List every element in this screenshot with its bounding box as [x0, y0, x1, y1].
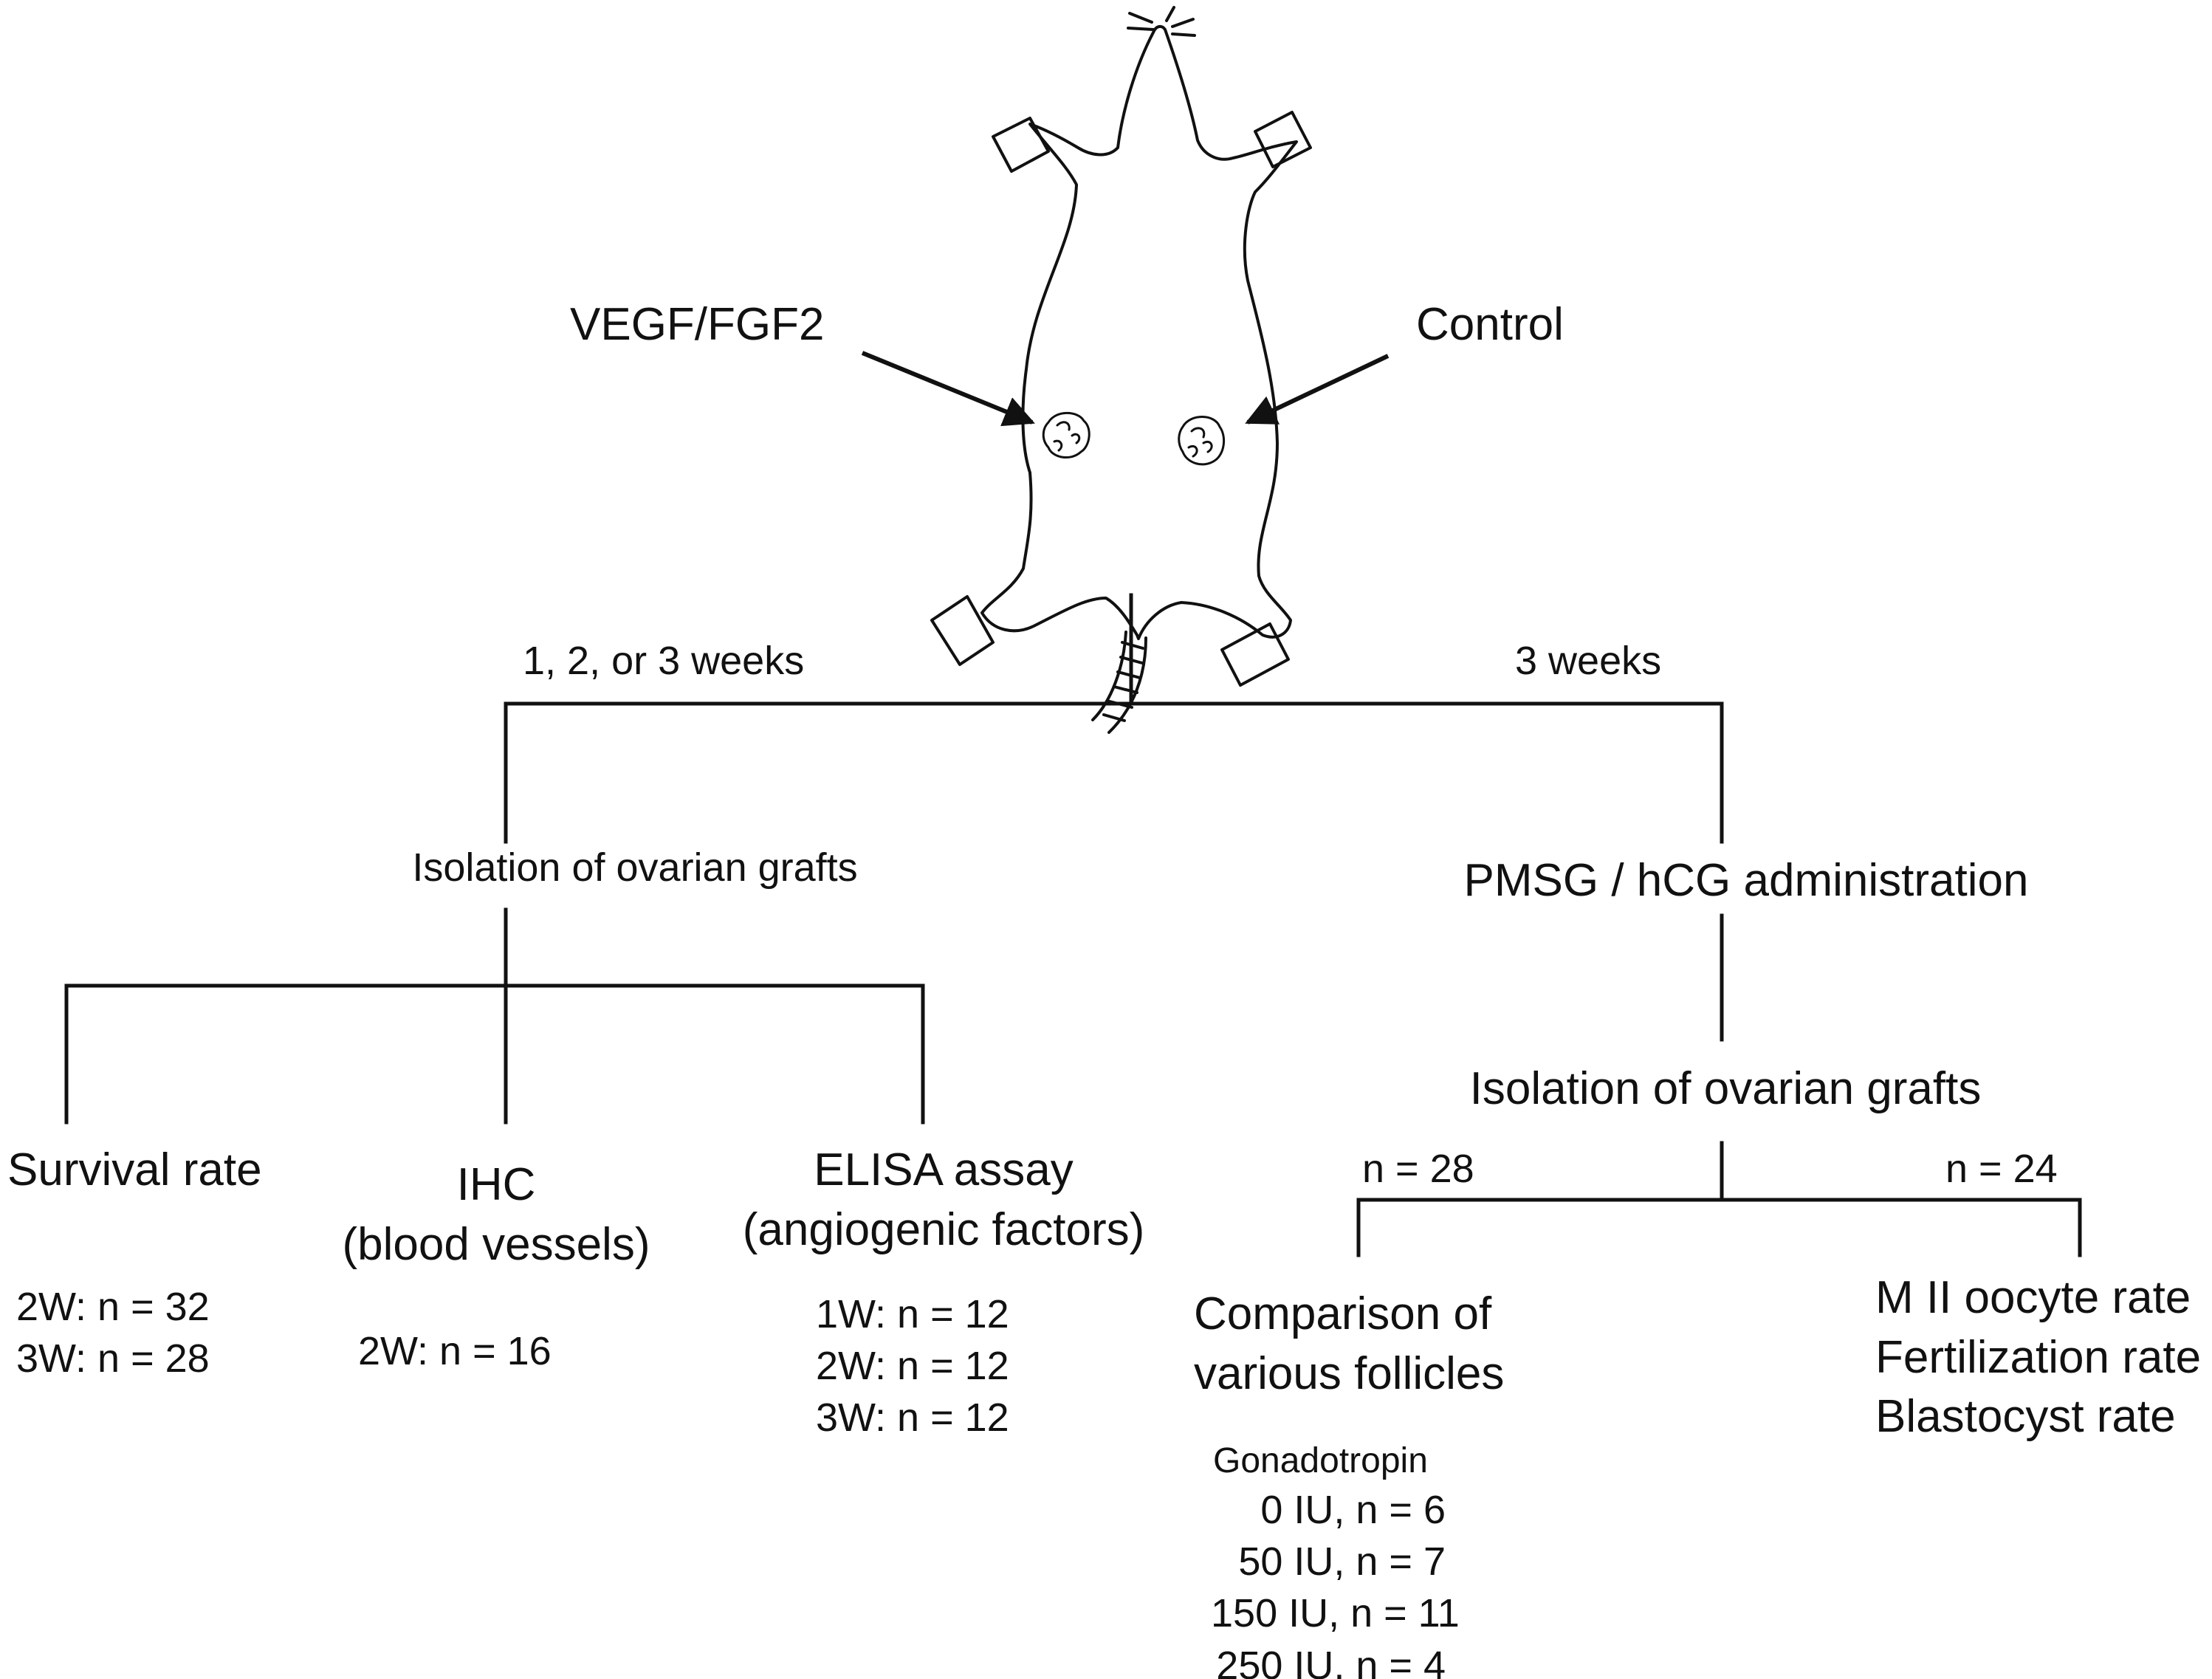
elisa-title: ELISA assay (angiogenic factors): [743, 1141, 1145, 1260]
dose-0iu: 0 IU, n = 6: [1260, 1488, 1446, 1532]
ihc-count-2w: 2W: n = 16: [358, 1329, 552, 1373]
control-label: Control: [1416, 299, 1564, 350]
pmsg-hcg-step: PMSG / hCG administration: [1463, 855, 2029, 906]
survival-rate-counts: 2W: n = 32 3W: n = 28: [16, 1281, 210, 1384]
vegf-fgf2-label: VEGF/FGF2: [570, 299, 825, 350]
embryo-outcomes: M II oocyte rate Fertilization rate Blas…: [1875, 1268, 2201, 1447]
gonadotropin-header: Gonadotropin: [1213, 1441, 1428, 1480]
follicle-comparison-title: Comparison of various follicles: [1194, 1285, 1504, 1404]
dose-150iu: 150 IU, n = 11: [1211, 1591, 1460, 1636]
ihc-title: IHC (blood vessels): [343, 1156, 650, 1274]
dose-250iu: 250 IU, n = 4: [1216, 1643, 1446, 1679]
mouse-illustration: [930, 6, 1312, 734]
survival-count-2w: 2W: n = 32: [16, 1285, 210, 1329]
ovarian-graft-icon: [1042, 411, 1226, 466]
right-right-n-label: n = 24: [1945, 1147, 2058, 1191]
left-timing-label: 1, 2, or 3 weeks: [523, 639, 805, 683]
elisa-count-1w: 1W: n = 12: [816, 1292, 1009, 1336]
survival-count-3w: 3W: n = 28: [16, 1336, 210, 1381]
ihc-title-line1: IHC: [456, 1159, 536, 1210]
mii-oocyte-rate: M II oocyte rate: [1875, 1272, 2191, 1323]
blastocyst-rate: Blastocyst rate: [1875, 1391, 2176, 1443]
left-isolation-step: Isolation of ovarian grafts: [412, 845, 858, 890]
right-timing-label: 3 weeks: [1515, 639, 1662, 683]
elisa-count-2w: 2W: n = 12: [816, 1344, 1009, 1389]
follicle-comparison-line2: various follicles: [1194, 1347, 1505, 1399]
elisa-count-3w: 3W: n = 12: [816, 1395, 1009, 1441]
right-isolation-step: Isolation of ovarian grafts: [1469, 1063, 1982, 1114]
right-left-n-label: n = 28: [1362, 1147, 1474, 1191]
elisa-counts: 1W: n = 12 2W: n = 12 3W: n = 12: [816, 1288, 1009, 1444]
fertilization-rate: Fertilization rate: [1875, 1331, 2202, 1383]
ihc-title-line2: (blood vessels): [342, 1218, 650, 1270]
elisa-title-line2: (angiogenic factors): [742, 1204, 1145, 1255]
survival-rate-title: Survival rate: [7, 1144, 262, 1195]
gonadotropin-dose-list: 0 IU, n = 6 50 IU, n = 7 150 IU, n = 11 …: [1211, 1484, 1460, 1679]
follicle-comparison-line1: Comparison of: [1194, 1288, 1492, 1339]
elisa-title-line1: ELISA assay: [814, 1144, 1074, 1195]
dose-50iu: 50 IU, n = 7: [1238, 1539, 1446, 1584]
